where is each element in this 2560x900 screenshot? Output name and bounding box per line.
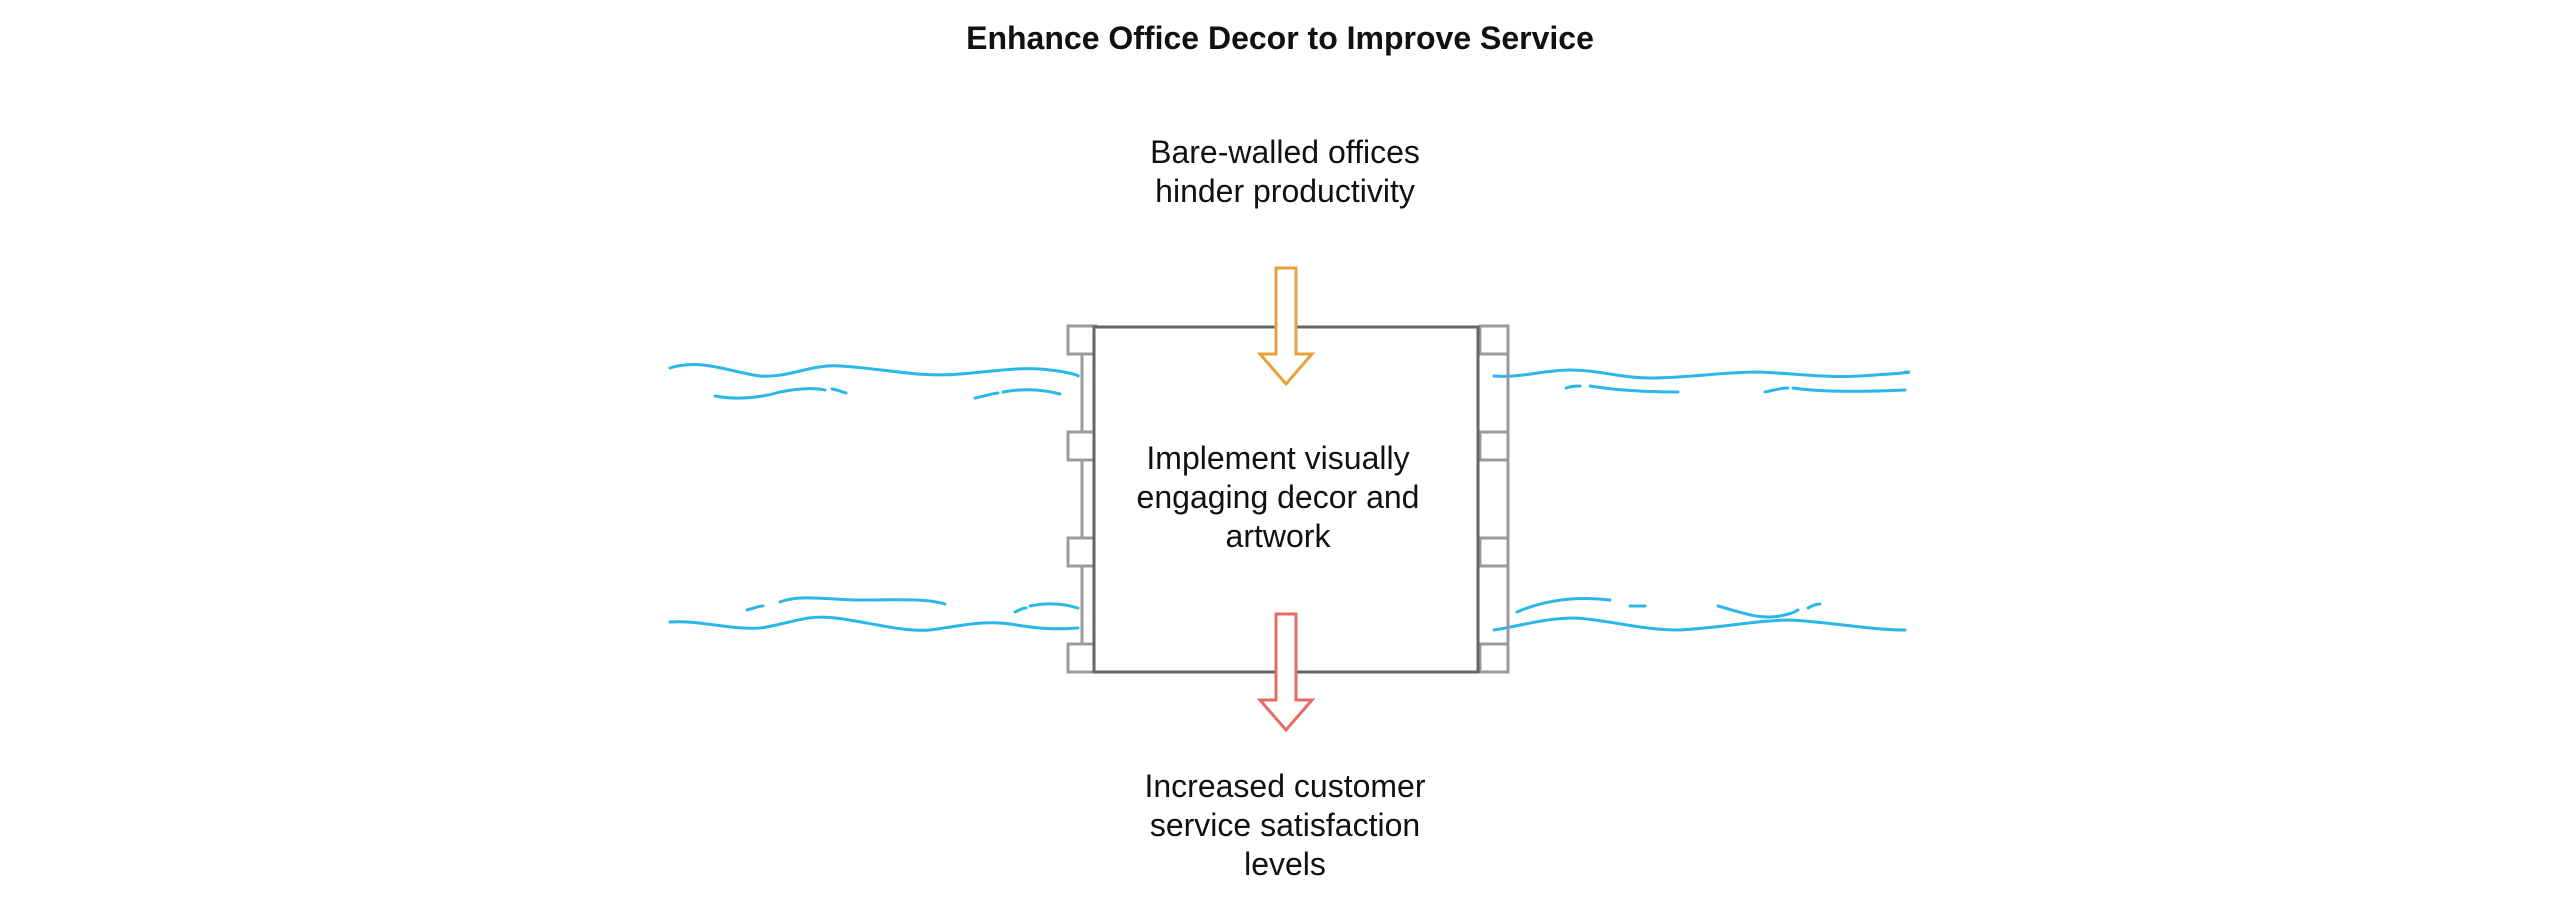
input-arrow <box>1256 266 1316 387</box>
outcome-label: Increased customer service satisfaction … <box>1144 768 1426 882</box>
solution-label: Implement visually engaging decor and ar… <box>1136 440 1420 554</box>
water-right <box>1492 368 1911 632</box>
dam-frame <box>1066 324 1510 674</box>
diagram-title: Enhance Office Decor to Improve Service <box>966 20 1594 56</box>
output-arrow <box>1256 612 1316 733</box>
water-left <box>668 363 1080 632</box>
problem-label: Bare-walled offices hinder productivity <box>1150 134 1420 209</box>
